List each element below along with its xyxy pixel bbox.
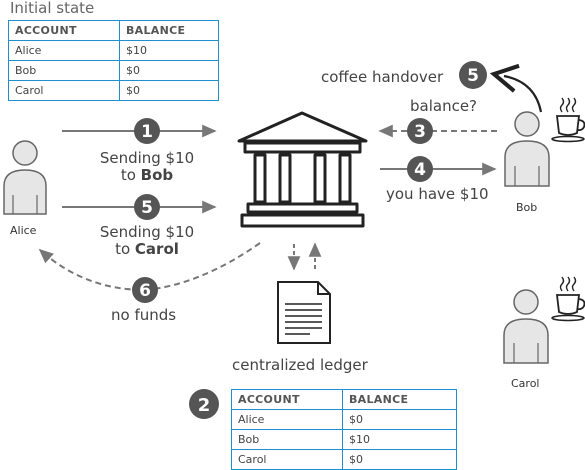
svg-text:5: 5 bbox=[467, 66, 479, 86]
bob-label: Bob bbox=[516, 201, 538, 214]
balance-cell: $0 bbox=[119, 60, 219, 81]
step-3-label: balance? bbox=[410, 97, 478, 115]
svg-text:3: 3 bbox=[414, 122, 426, 142]
carol-label: Carol bbox=[511, 377, 540, 390]
step-1-label: Sending $10 to Bob bbox=[82, 150, 212, 184]
step-4-label: you have $10 bbox=[386, 185, 489, 203]
table-row: Bob $10 bbox=[231, 429, 457, 450]
balance-cell: $0 bbox=[119, 80, 219, 101]
table-header-row: ACCOUNT BALANCE bbox=[8, 20, 219, 41]
bank-icon bbox=[237, 111, 368, 228]
step-5-to: to bbox=[115, 240, 135, 258]
step-badge-3: 3 bbox=[407, 118, 433, 144]
step-1-to: to bbox=[120, 166, 141, 184]
step-badge-2: 2 bbox=[189, 389, 219, 419]
initial-state-title: Initial state bbox=[10, 0, 95, 17]
step-5-text: Sending $10 bbox=[99, 223, 195, 241]
final-state-table: ACCOUNT BALANCE Alice $0 Bob $10 Carol $… bbox=[231, 389, 457, 470]
carol-person-icon bbox=[503, 289, 549, 364]
step-badge-1: 1 bbox=[134, 118, 160, 144]
step-1-target-line: to Bob bbox=[82, 167, 212, 184]
table-header-row: ACCOUNT BALANCE bbox=[231, 389, 457, 410]
step-5-send-label: Sending $10 to Carol bbox=[82, 224, 212, 258]
account-cell: Carol bbox=[231, 449, 343, 470]
coffee-cup-icon bbox=[551, 276, 585, 322]
svg-text:5: 5 bbox=[141, 198, 153, 218]
svg-text:1: 1 bbox=[141, 122, 153, 142]
step-badge-6: 6 bbox=[132, 277, 158, 303]
step-5-coffee-label: coffee handover bbox=[321, 68, 444, 86]
step-1-target: Bob bbox=[140, 166, 174, 184]
svg-text:6: 6 bbox=[139, 281, 151, 301]
step-5-target-line: to Carol bbox=[82, 241, 212, 258]
alice-label: Alice bbox=[10, 224, 37, 237]
table-row: Carol $0 bbox=[8, 80, 219, 101]
ledger-label: centralized ledger bbox=[232, 356, 368, 374]
coffee-cup-icon bbox=[551, 97, 585, 143]
ledger-document-icon bbox=[277, 281, 331, 344]
step-badge-5-coffee: 5 bbox=[459, 61, 487, 89]
step-badge-4: 4 bbox=[407, 156, 433, 182]
account-header: ACCOUNT bbox=[231, 389, 343, 410]
balance-header: BALANCE bbox=[119, 20, 219, 41]
step-1-text: Sending $10 bbox=[99, 149, 195, 167]
svg-text:4: 4 bbox=[414, 160, 426, 180]
table-row: Bob $0 bbox=[8, 60, 219, 81]
bob-person-icon bbox=[504, 111, 550, 187]
step-6-label: no funds bbox=[111, 306, 177, 324]
step-5-target: Carol bbox=[134, 240, 179, 258]
alice-person-icon bbox=[3, 140, 47, 215]
step-badge-5-send: 5 bbox=[134, 194, 160, 220]
arrow-coffee-handover bbox=[489, 63, 543, 113]
initial-state-table: ACCOUNT BALANCE Alice $10 Bob $0 Carol $… bbox=[8, 20, 219, 101]
svg-text:2: 2 bbox=[198, 395, 211, 416]
